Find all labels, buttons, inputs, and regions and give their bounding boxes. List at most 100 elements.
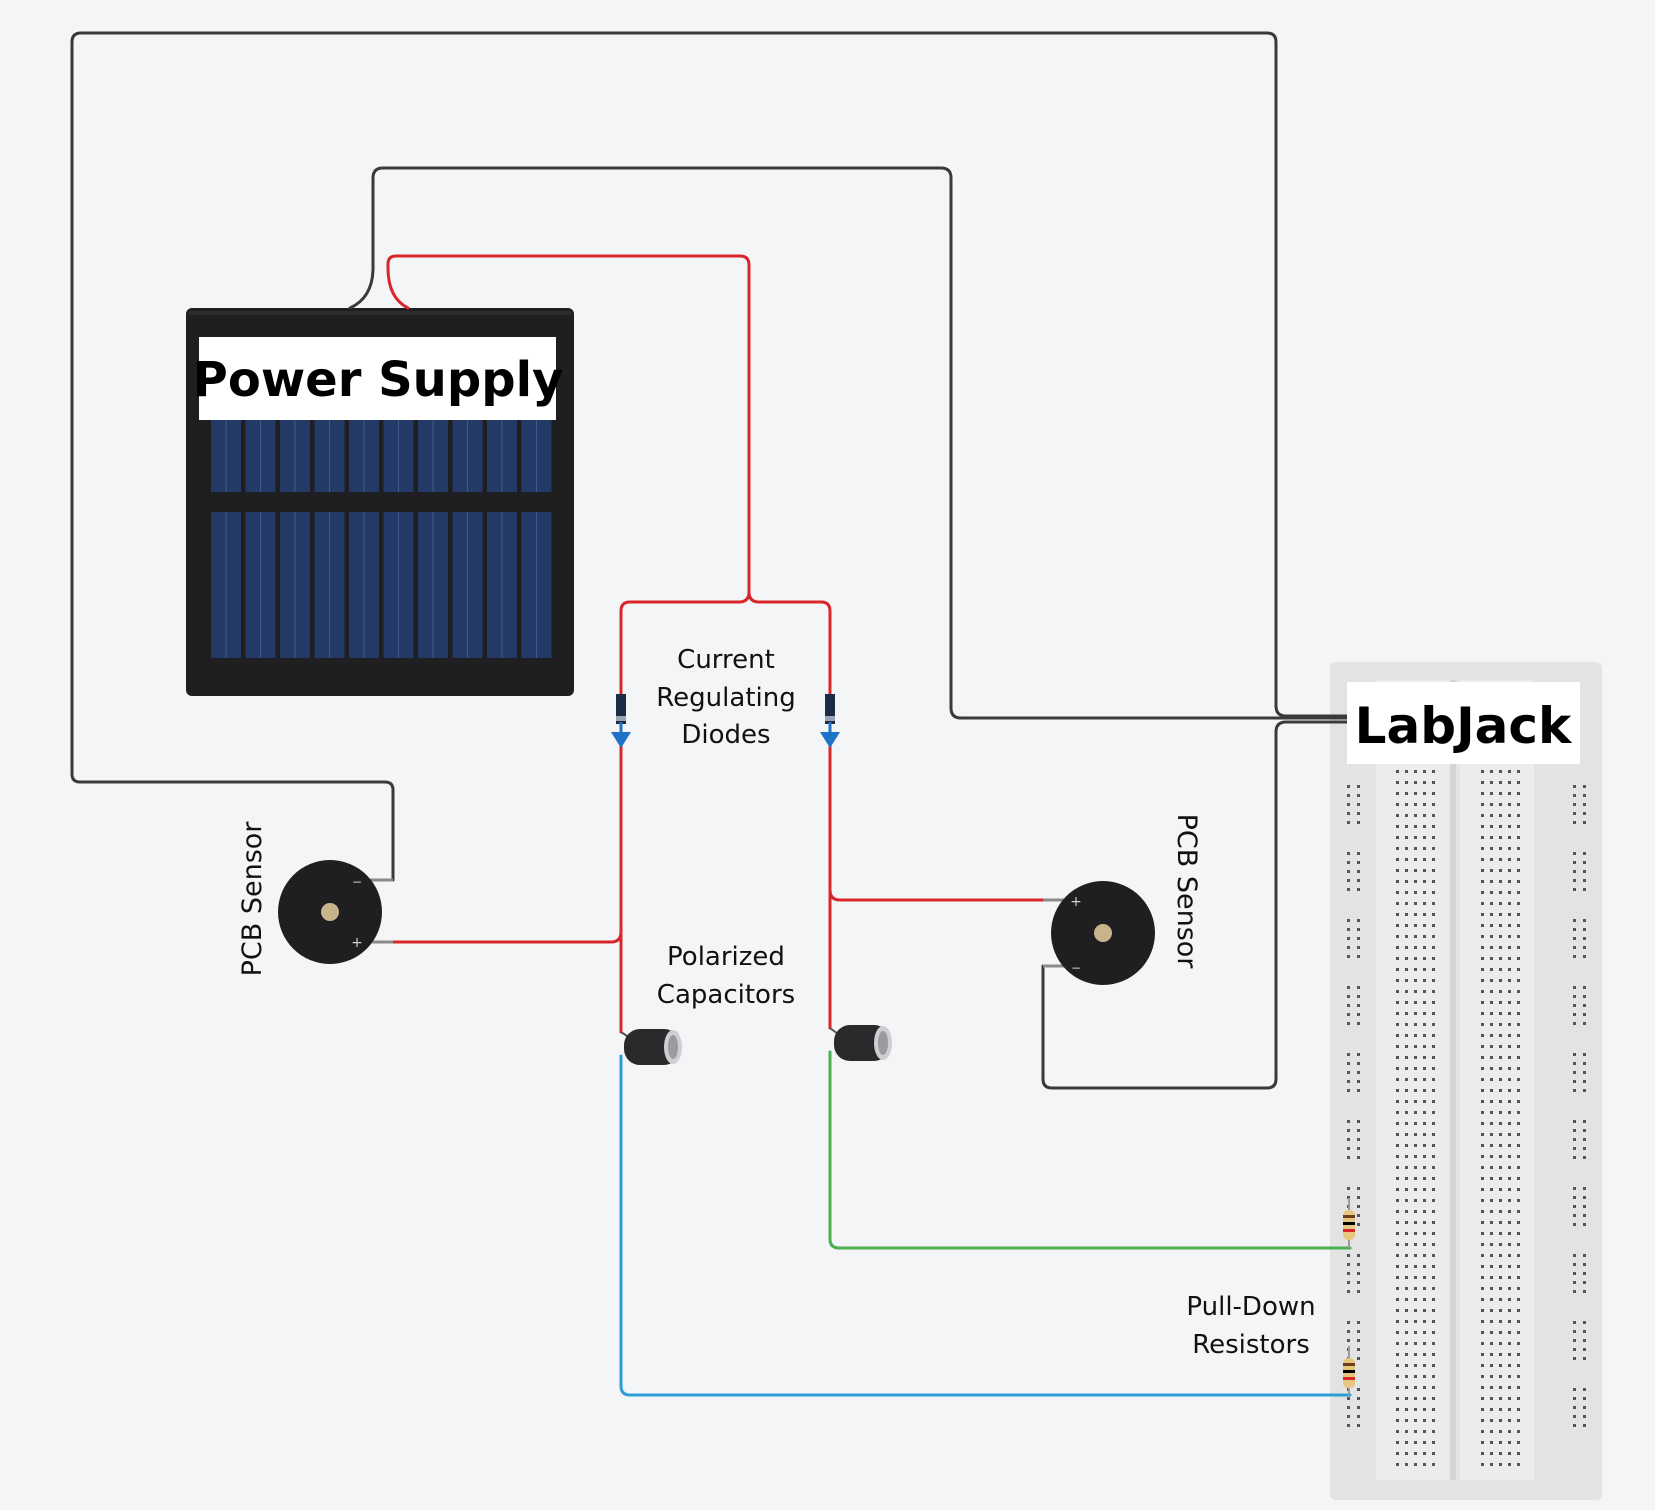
breadboard-hole [1396,1265,1399,1268]
breadboard-hole [1508,1298,1511,1301]
breadboard-hole [1499,1232,1502,1235]
breadboard-hole [1499,836,1502,839]
breadboard-hole [1573,986,1576,989]
breadboard-hole [1573,785,1576,788]
breadboard-hole [1573,1196,1576,1199]
breadboard-hole [1405,825,1408,828]
breadboard-hole [1423,847,1426,850]
breadboard-channel-right [1460,680,1534,1480]
breadboard-hole [1414,858,1417,861]
breadboard-hole [1357,1330,1360,1333]
breadboard-hole [1517,1452,1520,1455]
breadboard-hole [1357,1187,1360,1190]
breadboard-hole [1499,1210,1502,1213]
diode-left-body [616,694,626,724]
breadboard-hole [1405,770,1408,773]
breadboard-hole [1357,986,1360,989]
breadboard-hole [1423,968,1426,971]
breadboard-hole [1414,968,1417,971]
breadboard-hole [1357,852,1360,855]
breadboard-hole [1481,1210,1484,1213]
breadboard-hole [1573,1071,1576,1074]
breadboard-hole [1583,1129,1586,1132]
breadboard-hole [1423,1430,1426,1433]
breadboard-hole [1396,1232,1399,1235]
breadboard-hole [1517,1232,1520,1235]
breadboard-hole [1423,990,1426,993]
breadboard-hole [1432,1331,1435,1334]
breadboard-hole [1347,1071,1350,1074]
breadboard-hole [1432,825,1435,828]
breadboard-hole [1490,1133,1493,1136]
breadboard-hole [1405,1001,1408,1004]
breadboard-hole [1414,1419,1417,1422]
resistors-label-line-1: Pull-Down [1186,1292,1315,1322]
breadboard-hole [1508,1353,1511,1356]
breadboard-hole [1490,913,1493,916]
breadboard-hole [1573,955,1576,958]
breadboard-hole [1414,880,1417,883]
breadboard-hole [1423,1067,1426,1070]
breadboard-hole [1573,861,1576,864]
breadboard-hole [1499,1089,1502,1092]
breadboard-hole [1517,1056,1520,1059]
breadboard-hole [1414,1155,1417,1158]
breadboard-hole [1347,1281,1350,1284]
breadboard-hole [1357,1013,1360,1016]
breadboard-hole [1583,1397,1586,1400]
breadboard-hole [1517,990,1520,993]
breadboard-hole [1481,1419,1484,1422]
diode-left-band [616,716,626,721]
breadboard-hole [1508,946,1511,949]
breadboard-hole [1481,836,1484,839]
breadboard-hole [1517,1353,1520,1356]
breadboard-hole [1414,1287,1417,1290]
breadboard-hole [1405,1441,1408,1444]
breadboard-hole [1414,913,1417,916]
breadboard-hole [1517,869,1520,872]
diodes-label-line-3: Diodes [681,720,770,750]
resistor-top-band-2 [1343,1222,1355,1225]
breadboard-hole [1573,1388,1576,1391]
breadboard-hole [1517,803,1520,806]
breadboard-hole [1481,1298,1484,1301]
breadboard-hole [1396,957,1399,960]
breadboard-hole [1423,1056,1426,1059]
breadboard-hole [1396,792,1399,795]
breadboard-hole [1357,955,1360,958]
breadboard-hole [1508,1177,1511,1180]
breadboard-hole [1573,1205,1576,1208]
breadboard-hole [1490,803,1493,806]
breadboard-hole [1573,1089,1576,1092]
breadboard-hole [1481,924,1484,927]
breadboard-hole [1490,990,1493,993]
breadboard-hole [1517,902,1520,905]
breadboard-hole [1573,1004,1576,1007]
breadboard-hole [1481,990,1484,993]
breadboard-hole [1517,924,1520,927]
breadboard-hole [1499,1265,1502,1268]
breadboard-hole [1405,1144,1408,1147]
labjack-breadboard [1330,662,1602,1500]
breadboard-hole [1432,880,1435,883]
sensor-right-center [1094,924,1112,942]
breadboard-hole [1347,1254,1350,1257]
breadboard-hole [1499,924,1502,927]
breadboard-hole [1405,1034,1408,1037]
breadboard-hole [1396,1034,1399,1037]
diode-right [820,694,840,748]
wire-red-supply-left [386,254,751,702]
breadboard-hole [1396,880,1399,883]
breadboard-hole [1573,794,1576,797]
breadboard-hole [1396,1386,1399,1389]
breadboard-hole [1396,836,1399,839]
breadboard-hole [1423,781,1426,784]
breadboard-hole [1396,1408,1399,1411]
breadboard-hole [1481,847,1484,850]
breadboard-hole [1405,1089,1408,1092]
breadboard-hole [1423,979,1426,982]
pcb-sensor-left-label: PCB Sensor [237,821,268,977]
breadboard-hole [1517,1276,1520,1279]
breadboard-hole [1517,792,1520,795]
breadboard-hole [1347,888,1350,891]
